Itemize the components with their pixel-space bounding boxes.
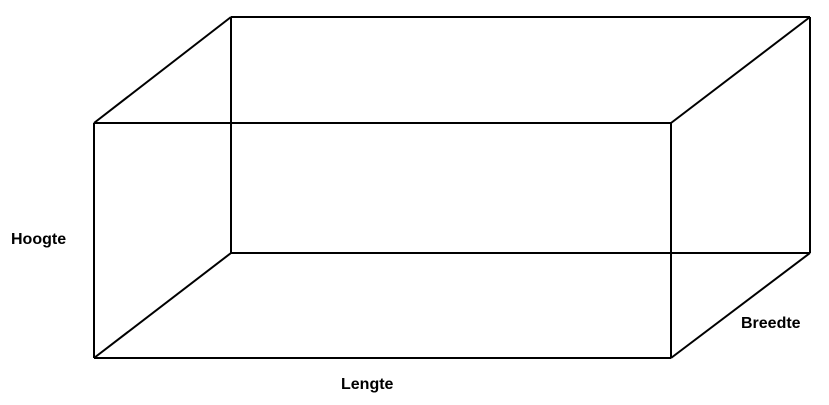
height-label: Hoogte — [11, 231, 67, 248]
depth-top-right-edge — [670, 16, 811, 124]
width-label: Breedte — [741, 315, 801, 332]
depth-top-left-edge — [93, 16, 232, 124]
depth-bottom-right-edge — [670, 252, 811, 359]
length-label: Lengte — [341, 376, 394, 393]
depth-bottom-left-edge — [93, 252, 232, 359]
